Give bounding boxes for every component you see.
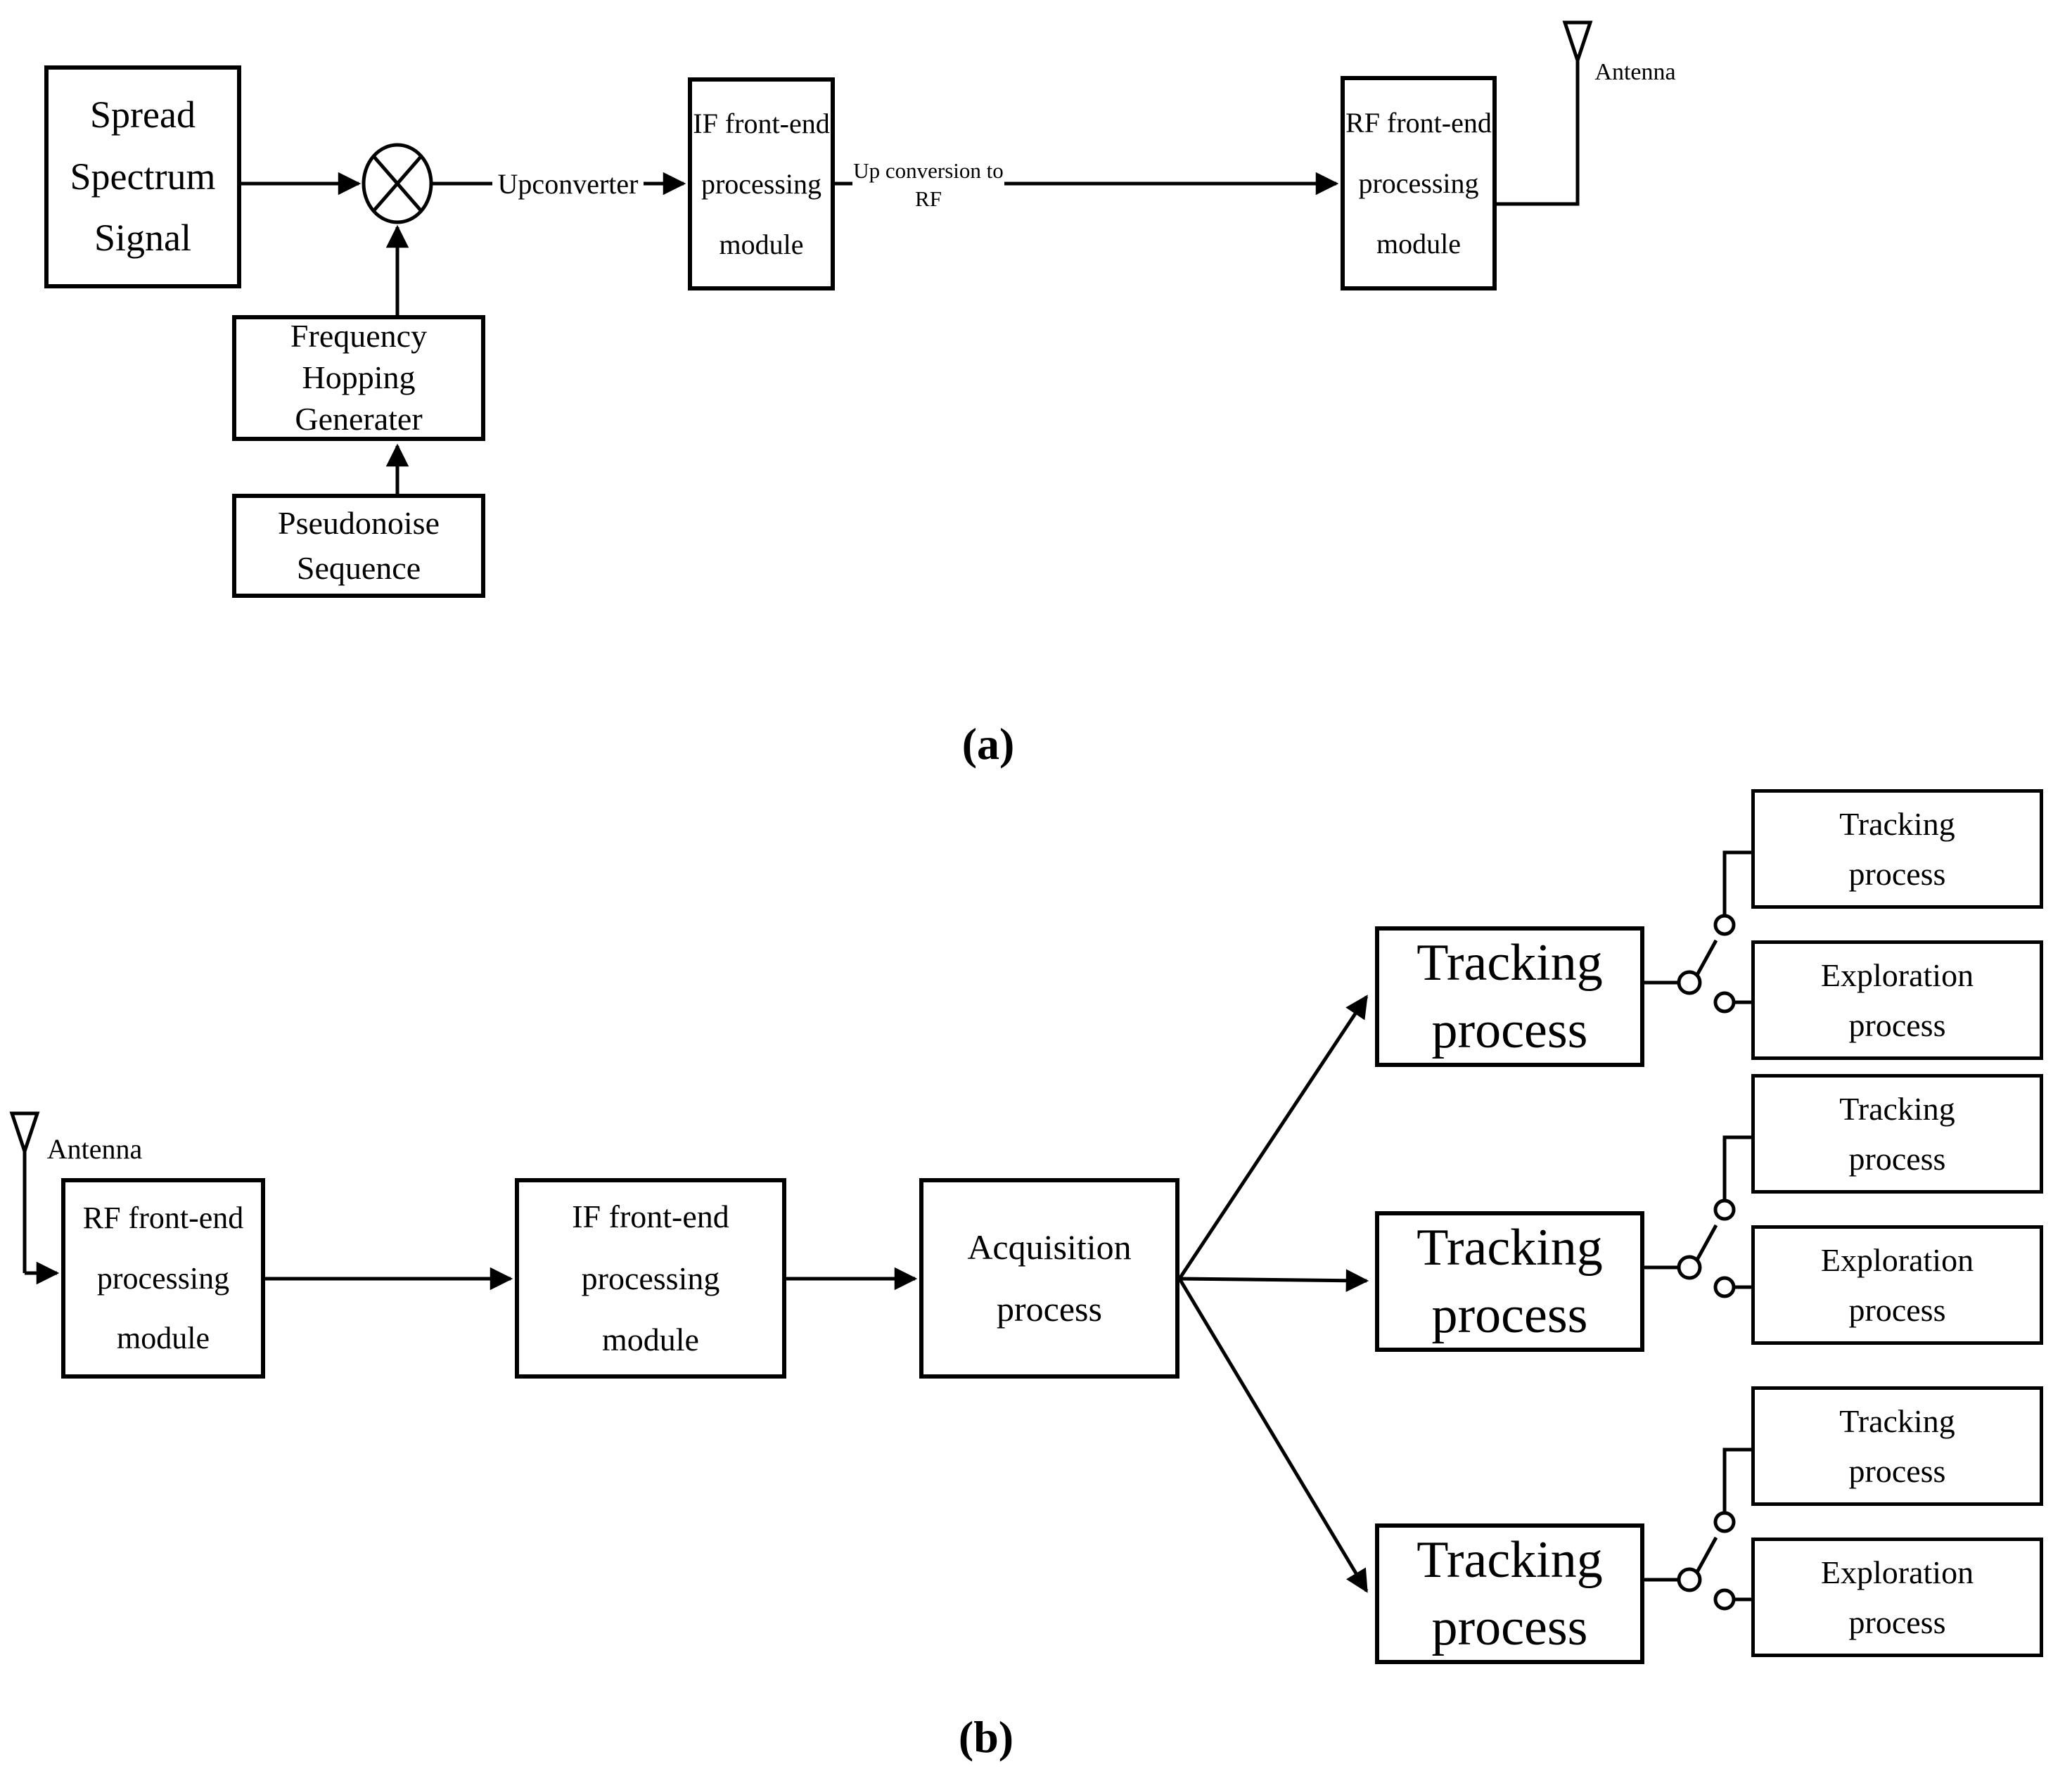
upconverter-label: Upconverter: [497, 167, 639, 200]
switch-pivot-bottom: [1677, 1567, 1702, 1592]
rf-front-end-box-a: RF front-end processing module: [1341, 76, 1497, 290]
switch-contact-exploration-mid: [1713, 1276, 1736, 1298]
line-rf-to-antenna-a: [1497, 61, 1580, 206]
switch-pivot-top: [1677, 970, 1702, 995]
switch-contact-exploration-top: [1713, 991, 1736, 1014]
rf-front-end-box-b: RF front-end processing module: [61, 1178, 265, 1379]
line-contact-to-tracking-small-bottom: [1722, 1448, 1751, 1512]
line-contact-to-tracking-small-mid: [1722, 1135, 1751, 1200]
antenna-icon-a: [1562, 20, 1593, 66]
antenna-label-b: Antenna: [46, 1132, 143, 1165]
switch-pivot-mid: [1677, 1255, 1702, 1280]
switch-contact-exploration-bottom: [1713, 1588, 1736, 1611]
line-contact-to-tracking-small-top: [1722, 850, 1751, 915]
tracking-process-main-box-top: Tracking process: [1375, 926, 1644, 1067]
switch-lever-top: [1695, 939, 1718, 976]
if-front-end-box-a: IF front-end processing module: [688, 77, 835, 290]
pseudonoise-sequence-box: Pseudonoise Sequence: [232, 494, 485, 598]
exploration-process-box-top: Exploration process: [1751, 940, 2043, 1060]
switch-contact-tracking-top: [1713, 914, 1736, 936]
tracking-process-small-box-top: Tracking process: [1751, 789, 2043, 909]
tracking-process-small-box-mid: Tracking process: [1751, 1074, 2043, 1194]
frequency-hopping-generater-box: Frequency Hopping Generater: [232, 315, 485, 441]
part-b-caption: (b): [958, 1712, 1014, 1762]
antenna-icon-b: [9, 1111, 40, 1157]
tracking-process-small-box-bottom: Tracking process: [1751, 1386, 2043, 1506]
exploration-process-box-mid: Exploration process: [1751, 1225, 2043, 1345]
acquisition-process-box: Acquisition process: [919, 1178, 1179, 1379]
up-conversion-to-rf-label: Up conversion to RF: [853, 158, 1004, 211]
arrow-acquisition-to-tracking-mid: [1179, 1269, 1369, 1292]
spread-spectrum-signal-box: Spread Spectrum Signal: [44, 65, 241, 288]
arrow-acquisition-to-tracking-top: [1177, 995, 1369, 1280]
switch-lever-mid: [1695, 1224, 1718, 1261]
if-front-end-box-b: IF front-end processing module: [515, 1178, 786, 1379]
arrow-acquisition-to-tracking-bottom: [1177, 1277, 1369, 1593]
tracking-process-main-box-mid: Tracking process: [1375, 1211, 1644, 1352]
part-a-caption: (a): [961, 719, 1015, 769]
switch-lever-bottom: [1695, 1536, 1718, 1573]
antenna-label-a: Antenna: [1594, 58, 1676, 85]
tracking-process-main-box-bottom: Tracking process: [1375, 1523, 1644, 1664]
switch-contact-tracking-mid: [1713, 1199, 1736, 1221]
exploration-process-box-bottom: Exploration process: [1751, 1538, 2043, 1657]
switch-contact-tracking-bottom: [1713, 1511, 1736, 1533]
mixer-x-stroke-2: [372, 155, 423, 212]
